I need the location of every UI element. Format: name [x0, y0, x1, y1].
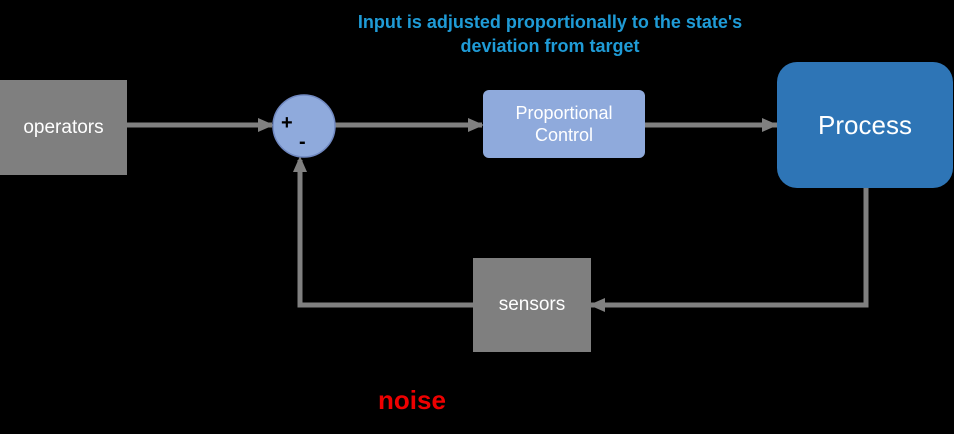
- annotation-line-1: Input is adjusted proportionally to the …: [357, 12, 743, 32]
- operators-label: operators: [23, 116, 104, 138]
- arrowhead-into-sensors: [589, 298, 605, 312]
- annotation-line-2: deviation from target: [460, 36, 640, 56]
- junction-minus-sign: -: [299, 131, 306, 153]
- arrowhead-into-process: [762, 118, 778, 132]
- noise-label: noise: [378, 385, 446, 415]
- operators-block: operators: [0, 80, 127, 175]
- process-block: Process: [777, 62, 953, 188]
- process-label: Process: [818, 110, 912, 140]
- sensors-label: sensors: [498, 294, 566, 315]
- proportional-control-label-line-2: Control: [534, 125, 594, 145]
- connector-process-to-sensors: [590, 187, 869, 308]
- junction-plus-sign: +: [281, 112, 293, 134]
- sensors-block: sensors: [473, 258, 591, 352]
- arrowhead-into-junction: [258, 118, 274, 132]
- arrowhead-into-proportional: [468, 118, 484, 132]
- arrowhead-feedback-into-junction: [293, 156, 307, 172]
- summing-junction: [272, 94, 336, 158]
- proportional-control-block: Proportional Control: [483, 90, 645, 158]
- proportional-control-label-line-1: Proportional: [515, 103, 613, 123]
- annotation-text: Input is adjusted proportionally to the …: [300, 10, 800, 58]
- connector-sensors-to-junction: [297, 160, 473, 308]
